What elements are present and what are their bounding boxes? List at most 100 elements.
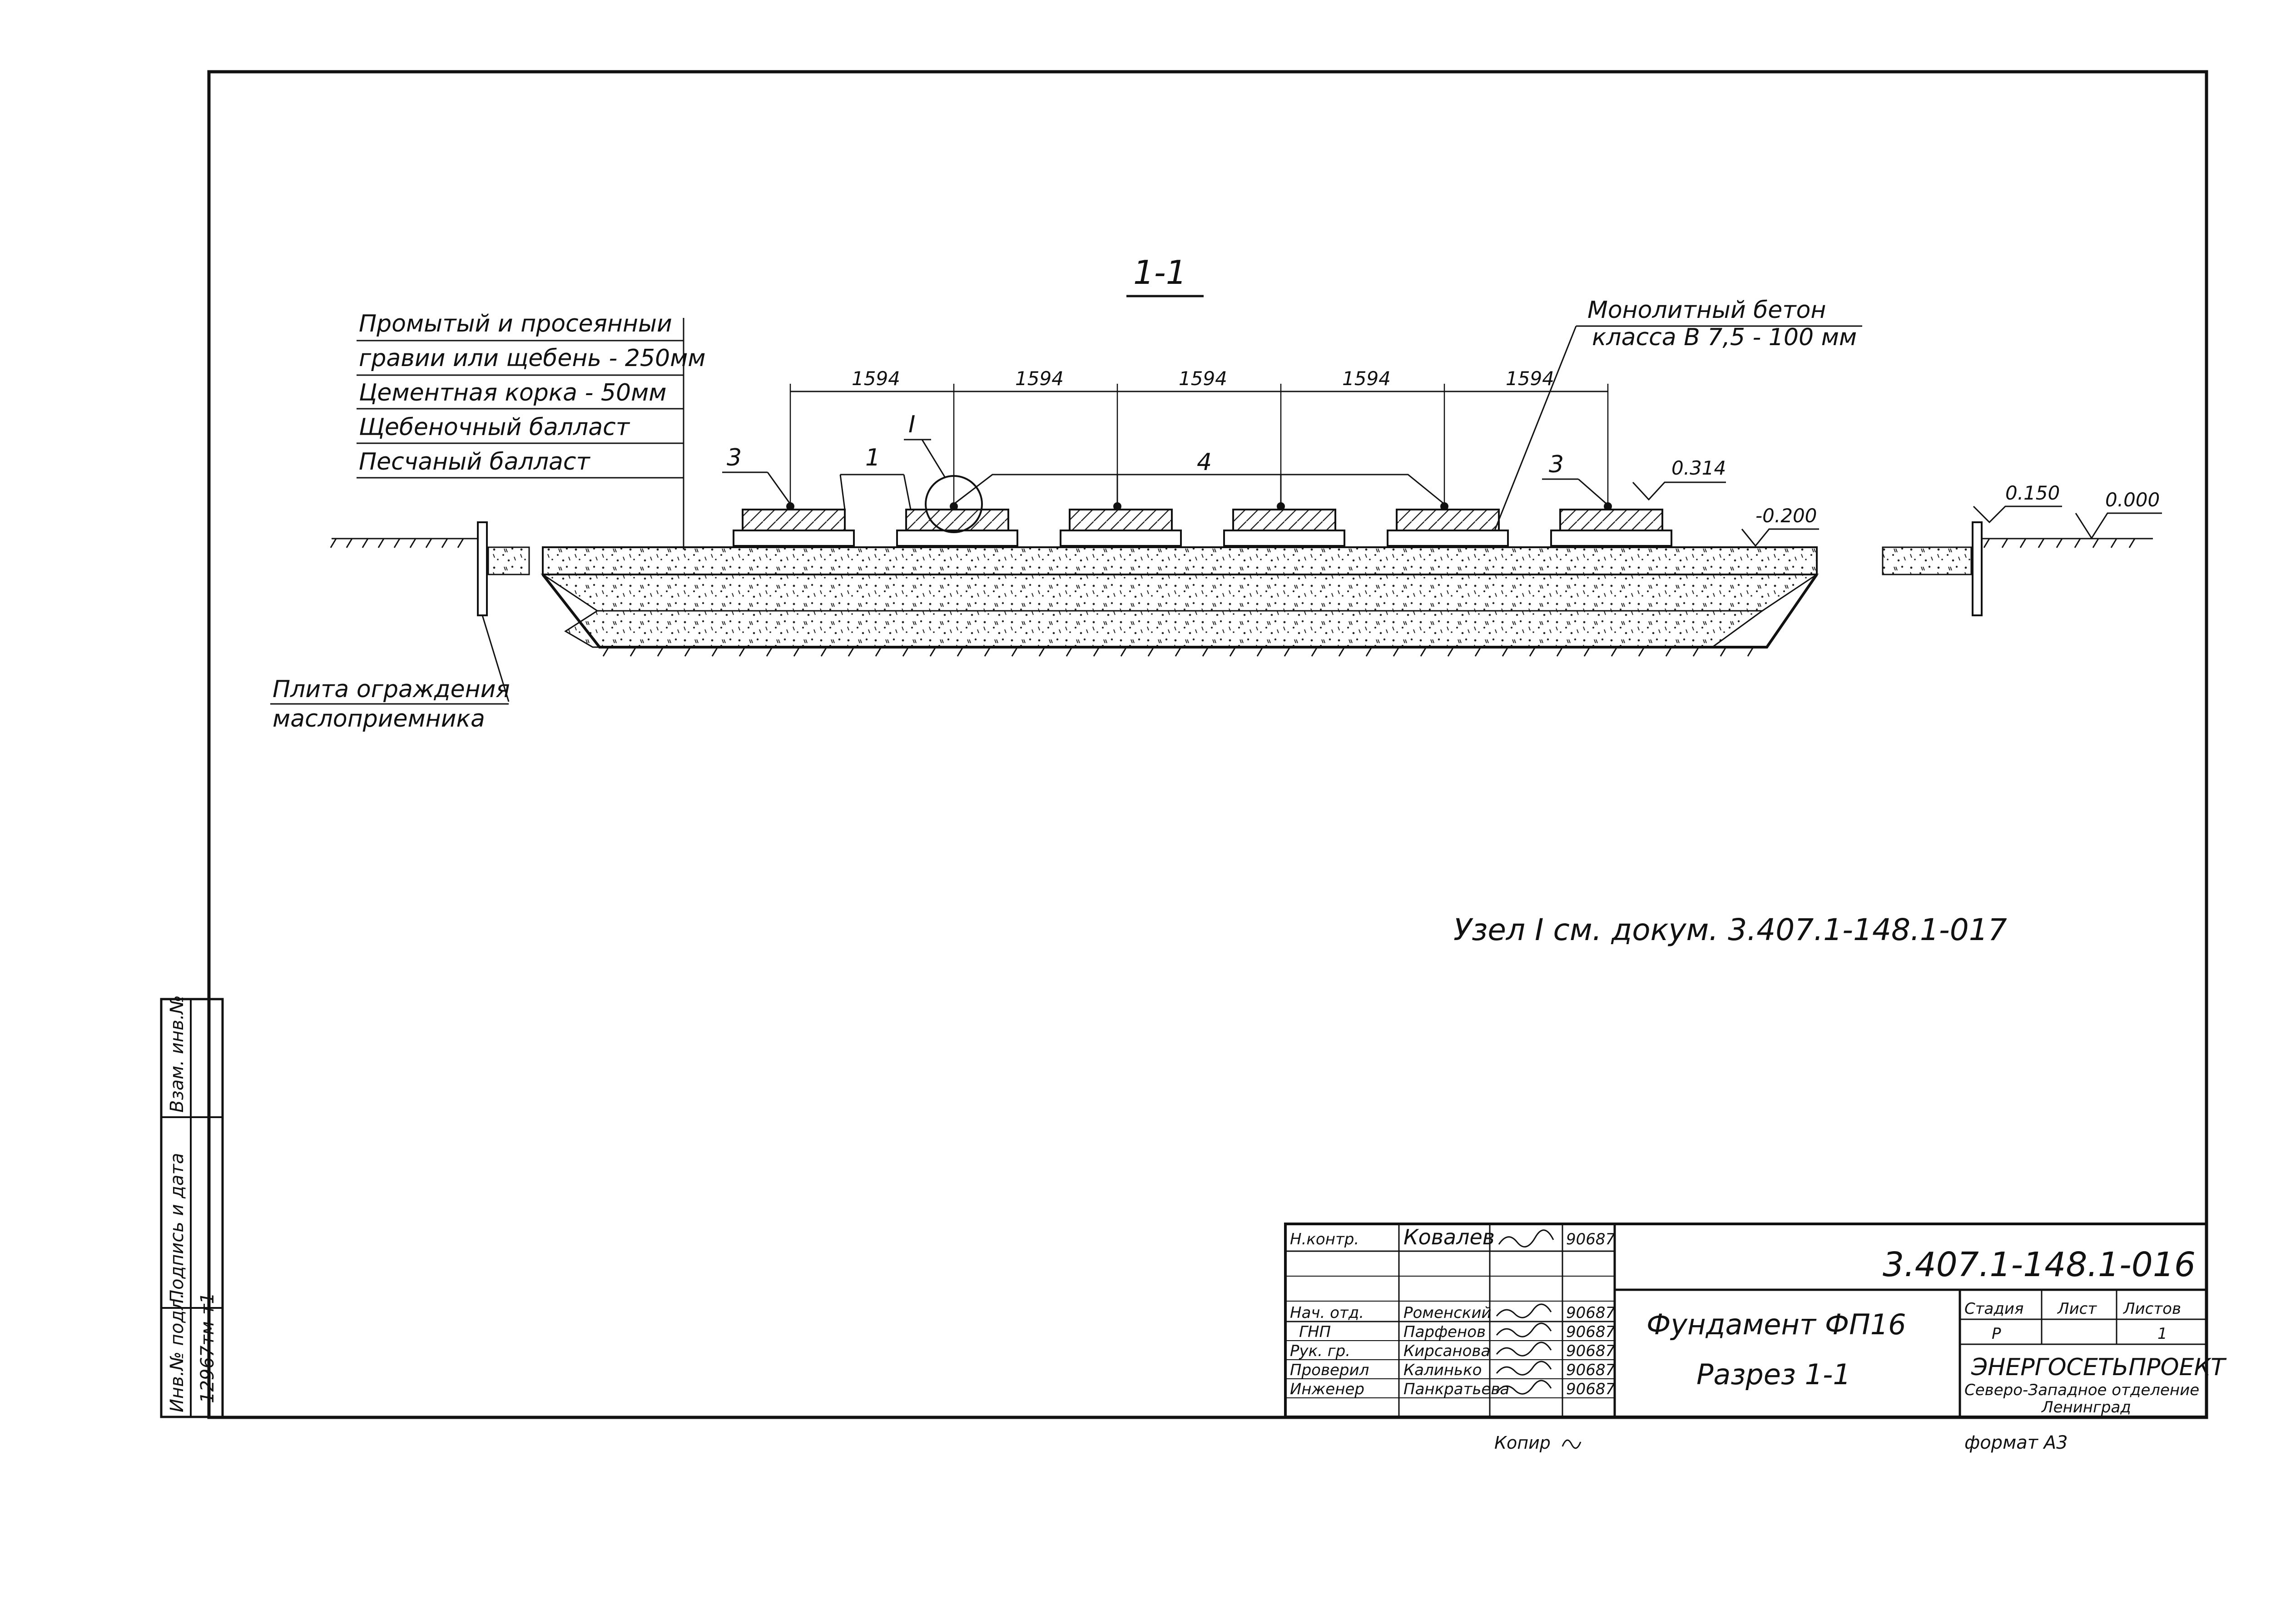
dimension-1: 1594 xyxy=(852,367,900,390)
callout-line xyxy=(903,474,912,510)
concrete-leader xyxy=(1493,326,1577,532)
layer-note-3: Цементная корка - 50мм xyxy=(359,379,667,406)
side-ballast-left xyxy=(487,546,530,575)
callout-1: 1 xyxy=(865,444,880,471)
sand-ballast xyxy=(564,610,1765,648)
side-ballast-right xyxy=(1882,546,1972,575)
tb-name-0: Ковалев xyxy=(1403,1225,1495,1249)
level-0-000: 0.000 xyxy=(2105,489,2160,511)
level-mark xyxy=(1973,505,2062,524)
tb-date-4: 90687 xyxy=(1566,1361,1616,1379)
tb-signature-5 xyxy=(1496,1380,1552,1395)
tb-name-5: Панкратьева xyxy=(1403,1380,1509,1398)
tb-signature-1 xyxy=(1496,1303,1552,1318)
copied-by: Копир xyxy=(1494,1433,1551,1453)
fence-plate-left xyxy=(477,521,488,616)
level-mark xyxy=(1632,481,1726,501)
foundation-block-6 xyxy=(1550,502,1672,547)
level-mark xyxy=(2075,512,2162,540)
tb-signature-2 xyxy=(1496,1322,1552,1337)
callout-3-left: 3 xyxy=(727,444,742,471)
tb-name-1: Роменский xyxy=(1403,1304,1492,1322)
tb-sheets-header: Листов xyxy=(2122,1300,2181,1318)
callout-4: 4 xyxy=(1197,449,1212,476)
org-branch: Северо-Западное отделение xyxy=(1964,1381,2199,1399)
concrete-note-1: Монолитный бетон xyxy=(1587,297,1826,324)
pit-bottom-hatch xyxy=(602,647,1754,657)
tb-role-2: ГНП xyxy=(1299,1323,1331,1341)
tb-role-1: Нач. отд. xyxy=(1290,1304,1364,1322)
tb-signature-0 xyxy=(1498,1229,1554,1248)
foundation-block-3 xyxy=(1060,502,1182,547)
foundation-block-5 xyxy=(1387,502,1509,547)
sheet-frame xyxy=(207,70,2208,1419)
org-name: ЭНЕРГОСЕТЬПРОЕКТ xyxy=(1971,1354,2227,1381)
dimension-3: 1594 xyxy=(1179,367,1227,390)
document-code: 3.407.1-148.1-016 xyxy=(1883,1245,2196,1284)
tb-stage-value: Р xyxy=(1992,1325,2001,1343)
drawing-name-2: Разрез 1-1 xyxy=(1696,1358,1851,1391)
layer-note-1: Промытый и просеянныи xyxy=(359,310,672,337)
plate-note-1: Плита ограждения xyxy=(273,676,510,703)
callout-line xyxy=(839,474,846,510)
title-block: Н.контр. Ковалев 90687 Нач. отд. Роменск… xyxy=(1284,1223,2227,1418)
dimension-5: 1594 xyxy=(1506,367,1554,390)
callout-line xyxy=(921,439,946,477)
tb-role-5: Инженер xyxy=(1290,1380,1364,1398)
fence-plate-right xyxy=(1972,521,1983,616)
callout-line xyxy=(767,472,791,505)
section-title: 1-1 xyxy=(1133,253,1187,292)
node-reference-note: Узел I см. докум. 3.407.1-148.1-017 xyxy=(1453,912,2007,947)
sheet-format: формат А3 xyxy=(1964,1432,2068,1453)
copied-signature xyxy=(1562,1439,1582,1449)
crushed-stone-ballast xyxy=(540,574,1819,612)
layer-note-4: Щебеночный балласт xyxy=(359,414,630,441)
plate-note-2: маслоприемника xyxy=(273,705,485,733)
org-city: Ленинград xyxy=(2041,1398,2131,1416)
side-stamp: Инв.№ подл. Подпись и дата Взам. инв.№ 1… xyxy=(160,995,224,1418)
tb-name-3: Кирсанова xyxy=(1403,1342,1490,1360)
tb-role-0: Н.контр. xyxy=(1290,1230,1359,1248)
foundation-block-4 xyxy=(1223,502,1345,547)
tb-sheets-value: 1 xyxy=(2157,1325,2167,1343)
foundation-block-2 xyxy=(896,502,1018,547)
level-0-314: 0.314 xyxy=(1671,457,1726,479)
tb-role-3: Рук. гр. xyxy=(1290,1342,1350,1360)
tb-date-0: 90687 xyxy=(1566,1230,1616,1248)
drawing-name-1: Фундамент ФП16 xyxy=(1646,1308,1906,1341)
tb-date-1: 90687 xyxy=(1566,1304,1616,1322)
dimension-4: 1594 xyxy=(1342,367,1391,390)
callout-3-right: 3 xyxy=(1549,451,1564,478)
tb-signature-4 xyxy=(1496,1361,1552,1376)
side-inv-number: 12967тм-т1 xyxy=(197,1292,218,1403)
node-i-circle xyxy=(925,475,983,533)
foundation-block-1 xyxy=(733,502,855,547)
callout-4-leader xyxy=(953,474,1445,505)
side-label-inv: Инв.№ подл. xyxy=(167,1293,188,1412)
pit-outline xyxy=(541,574,1818,649)
tb-name-4: Калинько xyxy=(1403,1361,1482,1379)
tb-date-5: 90687 xyxy=(1566,1380,1616,1398)
dimension-2: 1594 xyxy=(1015,367,1064,390)
layer-note-2: гравии или щебень - 250мм xyxy=(359,345,706,372)
concrete-note-2: класса В 7,5 - 100 мм xyxy=(1592,324,1857,351)
layer-note-5: Песчаный балласт xyxy=(359,448,591,475)
callout-line xyxy=(1578,478,1608,506)
plate-leader xyxy=(481,615,510,702)
tb-date-2: 90687 xyxy=(1566,1323,1616,1341)
tb-stage-header: Стадия xyxy=(1964,1300,2023,1318)
ground-hatch-right xyxy=(1983,538,2153,548)
side-label-sign: Подпись и дата xyxy=(167,1153,188,1303)
level-0-150: 0.150 xyxy=(2005,482,2060,504)
ground-hatch-left xyxy=(330,538,479,548)
tb-role-4: Проверил xyxy=(1290,1361,1369,1379)
cement-crust-layer xyxy=(542,546,1818,575)
side-label-replace: Взам. инв.№ xyxy=(167,995,188,1113)
tb-sheet-header: Лист xyxy=(2057,1300,2097,1318)
callout-node-i: I xyxy=(908,411,915,438)
level-mark xyxy=(1741,528,1819,547)
tb-date-3: 90687 xyxy=(1566,1342,1616,1360)
level-minus-0-200: -0.200 xyxy=(1755,505,1817,527)
